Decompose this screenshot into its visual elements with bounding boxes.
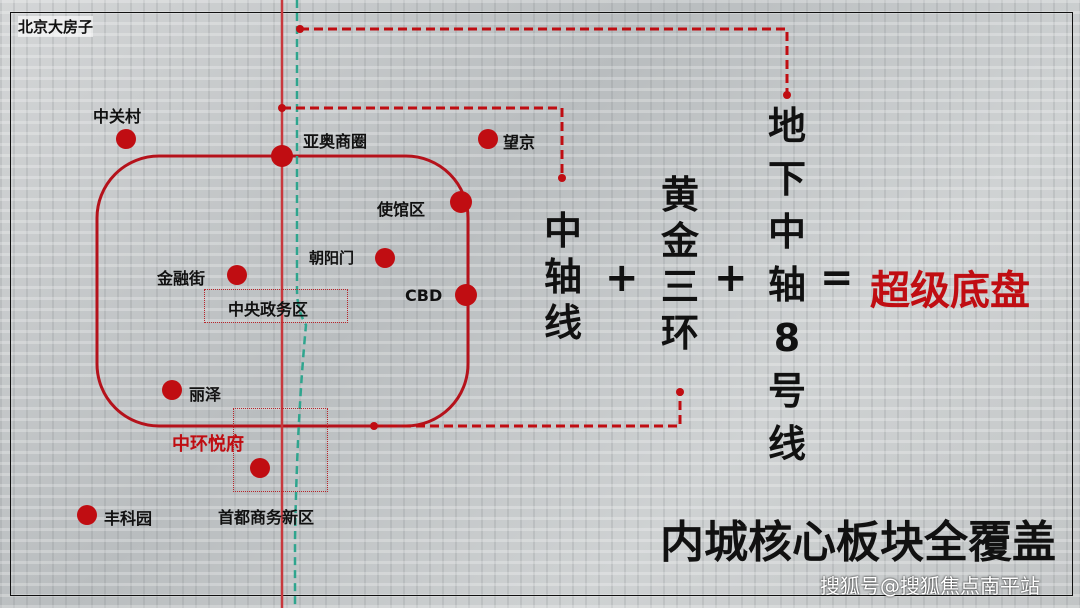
label-shiguan: 使馆区 [377,200,426,219]
label-jinrongjie: 金融街 [157,269,206,288]
label-cbd: CBD [405,286,443,305]
equals-sign: = [820,255,854,301]
marker-fengkeyuan [77,505,97,525]
label-yaao: 亚奥商圈 [303,132,368,151]
label-fengkeyuan: 丰科园 [104,509,153,528]
brand-label: 北京大房子 [18,16,94,37]
formula-term-third-ring: 黄金三环 [660,173,699,355]
label-shoudu: 首都商务新区 [218,508,315,527]
label-chaoyangmen: 朝阳门 [309,249,355,267]
map-frame [10,12,1073,596]
connector-metro [300,27,789,95]
plus-sign-1: + [605,255,639,301]
label-wangjing: 望京 [503,133,536,152]
zone-box-zhongyang [204,289,348,323]
connector-axis [282,106,564,178]
marker-jinrongjie [227,265,247,285]
marker-cbd [455,284,477,306]
label-zhongguancun: 中关村 [93,107,142,126]
formula-term-metro-8: 地下中轴8号线 [767,104,806,466]
connector-end-dot [278,104,286,112]
metro-line-8 [293,0,308,608]
marker-yaao [271,145,293,167]
connector-end-dot [370,422,378,430]
marker-chaoyangmen [375,248,395,268]
marker-wangjing [478,129,498,149]
connector-end-dot [783,91,791,99]
formula-result: 超级底盘 [870,268,1030,314]
watermark: 搜狐号@搜狐焦点南平站 [820,574,1040,598]
marker-lize [162,380,182,400]
plus-sign-2: + [714,255,748,301]
label-lize: 丽泽 [189,385,222,404]
connector-end-dot [676,388,684,396]
slogan: 内城核心板块全覆盖 [660,517,1056,568]
marker-shiguan [450,191,472,213]
marker-zhongguancun [116,129,136,149]
marker-zhonghuan [250,458,270,478]
connector-end-dot [558,174,566,182]
connector-end-dot [296,25,304,33]
zone-box-zhonghuan [233,408,328,492]
label-zhonghuan: 中环悦府 [172,434,244,455]
formula-term-central-axis: 中轴线 [543,209,582,345]
label-zhongyang: 中央政务区 [228,300,309,319]
connector-ring [374,392,682,428]
